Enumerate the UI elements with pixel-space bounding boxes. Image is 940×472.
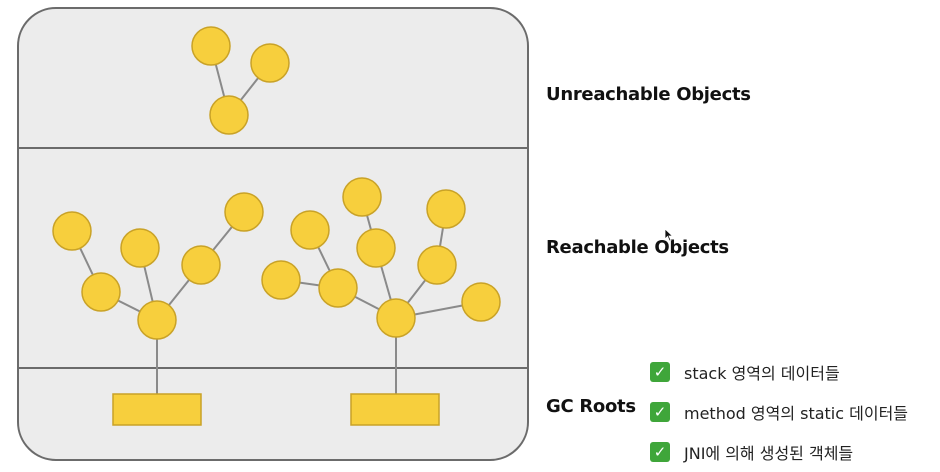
check-icon: ✓ <box>650 362 670 382</box>
reachable-objects-label: Reachable Objects <box>546 237 729 258</box>
gc-roots-item: ✓ method 영역의 static 데이터들 <box>650 392 908 432</box>
check-icon: ✓ <box>650 402 670 422</box>
gc-root-block <box>112 393 202 426</box>
gc-roots-item: ✓ JNI에 의해 생성된 객체들 <box>650 432 908 472</box>
heap-frame <box>17 7 529 461</box>
reachable-object-node <box>356 228 396 268</box>
mouse-cursor-icon <box>664 228 674 242</box>
check-icon: ✓ <box>650 442 670 462</box>
reachable-object-node <box>290 210 330 250</box>
reachable-object-node <box>261 260 301 300</box>
unreachable-object-node <box>209 95 249 135</box>
gc-roots-item: ✓ stack 영역의 데이터들 <box>650 352 908 392</box>
reachable-object-node <box>417 245 457 285</box>
reachable-object-node <box>52 211 92 251</box>
reachable-object-node <box>342 177 382 217</box>
reachable-object-node <box>376 298 416 338</box>
gc-roots-list: ✓ stack 영역의 데이터들 ✓ method 영역의 static 데이터… <box>650 352 908 472</box>
reachable-object-node <box>224 192 264 232</box>
unreachable-object-node <box>191 26 231 66</box>
reachable-object-node <box>181 245 221 285</box>
gc-roots-item-text: method 영역의 static 데이터들 <box>684 404 909 423</box>
object-nodes <box>52 26 501 340</box>
reachable-object-node <box>461 282 501 322</box>
gc-roots-item-text: JNI에 의해 생성된 객체들 <box>684 444 854 463</box>
gc-roots-item-text: stack 영역의 데이터들 <box>684 364 840 383</box>
reachable-object-node <box>120 228 160 268</box>
gc-root-blocks <box>112 318 440 426</box>
reachable-object-node <box>426 189 466 229</box>
gc-roots-label: GC Roots <box>546 396 636 417</box>
reachable-object-node <box>137 300 177 340</box>
unreachable-objects-label: Unreachable Objects <box>546 84 751 105</box>
reachable-object-node <box>318 268 358 308</box>
gc-root-block <box>350 393 440 426</box>
reachable-object-node <box>81 272 121 312</box>
unreachable-object-node <box>250 43 290 83</box>
